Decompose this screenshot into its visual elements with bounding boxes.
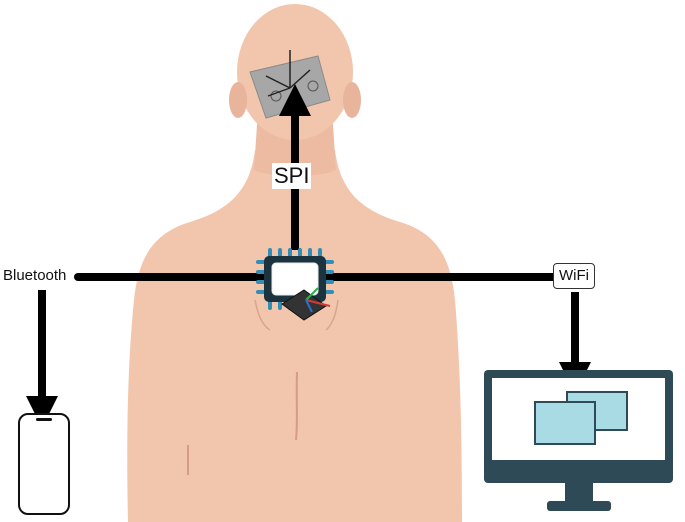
smartphone-icon (18, 413, 70, 515)
torso (127, 150, 462, 522)
bluetooth-label: Bluetooth (3, 266, 67, 286)
imu-sensor-icon (281, 287, 331, 321)
spine-line (295, 371, 298, 441)
wifi-label: WiFi (553, 263, 595, 289)
connections (26, 84, 591, 428)
scapula-crease-left (254, 299, 271, 331)
left-ear (229, 82, 247, 118)
right-ear (343, 82, 361, 118)
spi-label: SPI (272, 163, 312, 189)
scapula-crease-right (325, 299, 339, 331)
desktop-monitor-icon (484, 370, 673, 511)
